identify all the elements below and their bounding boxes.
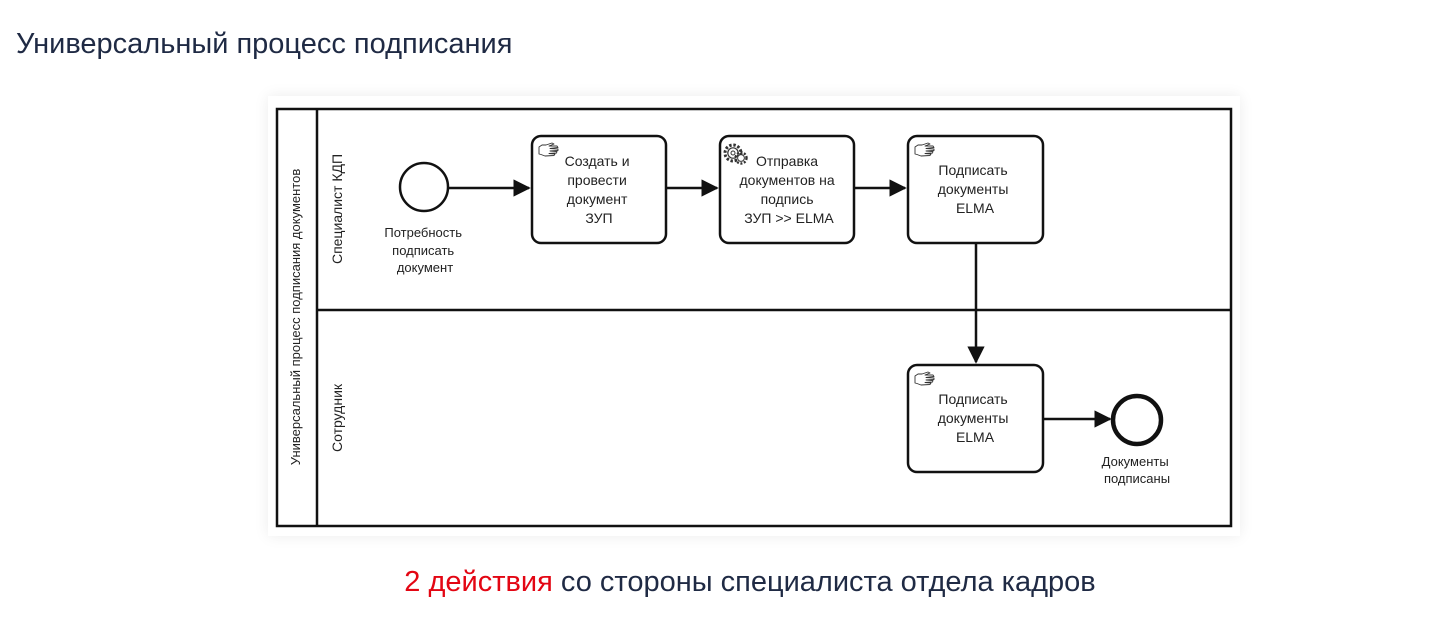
svg-text:Отправка документов на: Отправка документов на подпись ЗУП >> EL… (740, 153, 839, 226)
end-event-label: Документы подписаны (1102, 454, 1173, 486)
start-event (398, 161, 450, 213)
start-event-label: Потребность подписать документ (384, 225, 465, 275)
svg-text:Подписать документы: Подписать документы ELMA (938, 162, 1013, 216)
bpmn-diagram: Универсальный процесс подписания докумен… (268, 96, 1240, 536)
page-title: Универсальный процесс подписания (16, 28, 513, 60)
pool-label: Универсальный процесс подписания докумен… (288, 169, 303, 466)
lane-label-employee: Сотрудник (329, 383, 345, 452)
task-create-document: Создать и провести документ ЗУП (530, 134, 668, 245)
lane-label-specialist: Специалист КДП (329, 154, 345, 264)
svg-text:Создать и провести: Создать и провести документ ЗУП (565, 153, 634, 226)
summary-caption: 2 действия со стороны специалиста отдела… (0, 566, 1450, 599)
task-send-for-signature: Отправка документов на подпись ЗУП >> EL… (718, 134, 856, 245)
caption-text: со стороны специалиста отдела кадров (552, 566, 1096, 598)
task-sign-documents-employee: Подписать документы ELMA (906, 363, 1045, 474)
task-sign-documents-specialist: Подписать документы ELMA (906, 134, 1045, 245)
caption-highlight: 2 действия (404, 566, 553, 598)
gear-icon (723, 143, 748, 165)
diagram-canvas: Универсальный процесс подписания докумен… (275, 107, 1233, 528)
svg-text:Подписать документы: Подписать документы ELMA (938, 391, 1013, 445)
end-event (1110, 393, 1164, 447)
